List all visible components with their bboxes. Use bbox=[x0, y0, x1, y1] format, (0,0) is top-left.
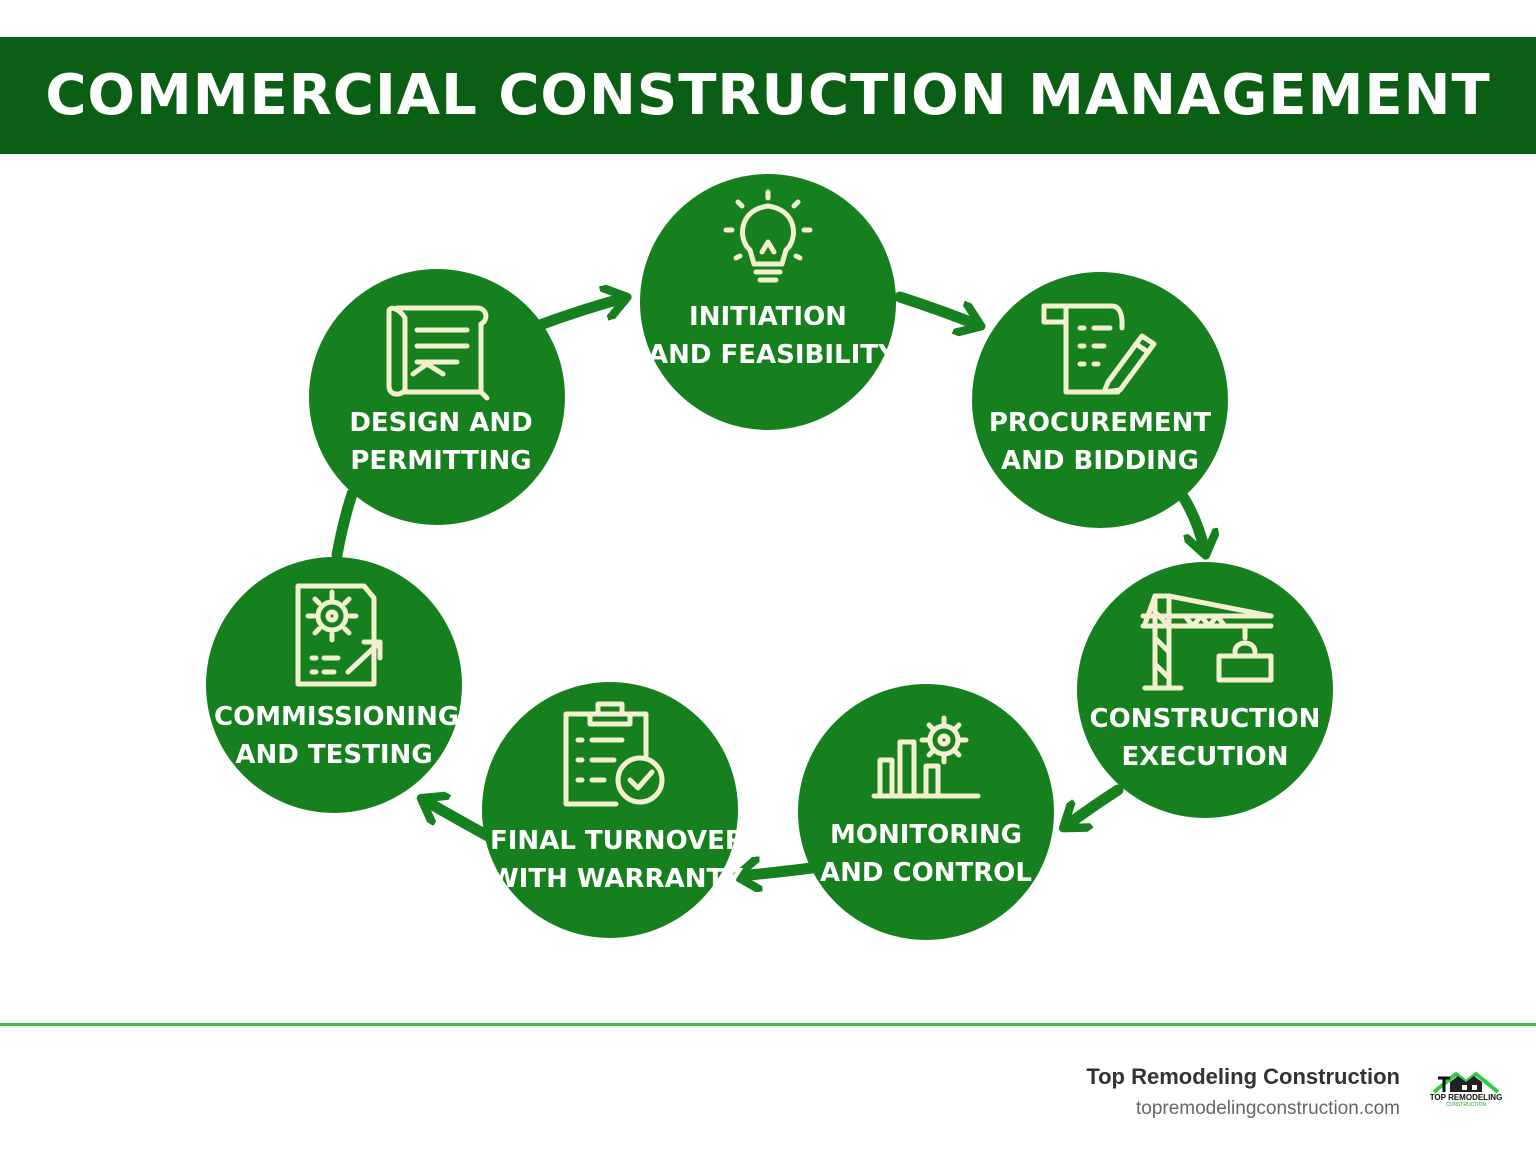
document-pencil-icon bbox=[1041, 303, 1157, 395]
footer-brand-name: Top Remodeling Construction bbox=[1086, 1064, 1400, 1089]
document-gear-icon bbox=[295, 583, 383, 687]
house-roof-logo-icon bbox=[1432, 1072, 1500, 1094]
footer-brand-url[interactable]: topremodelingconstruction.com bbox=[1135, 1098, 1400, 1119]
lightbulb-icon bbox=[723, 189, 813, 283]
step-label-line: AND FEASIBILITY bbox=[648, 340, 897, 370]
step-label-line: PROCUREMENT bbox=[988, 408, 1212, 438]
step-label-initiation: INITIATION AND FEASIBILITY bbox=[648, 298, 897, 374]
step-label-design: DESIGN AND PERMITTING bbox=[321, 404, 561, 480]
step-label-line: PERMITTING bbox=[350, 446, 532, 476]
clipboard-check-icon bbox=[563, 701, 665, 807]
logo-subtext: CONSTRUCTION bbox=[1445, 1102, 1487, 1108]
company-logo: TOP REMODELING CONSTRUCTION bbox=[1428, 1068, 1504, 1114]
step-circle-turnover bbox=[482, 682, 738, 938]
arrow-monitoring-to-turnover bbox=[740, 868, 818, 876]
step-label-line: DESIGN AND bbox=[349, 408, 533, 438]
step-label-procurement: PROCUREMENT AND BIDDING bbox=[980, 404, 1220, 480]
step-label-turnover: FINAL TURNOVER WITH WARRANTY bbox=[490, 822, 745, 898]
arrow-design-to-initiation bbox=[534, 298, 624, 331]
step-label-line: WITH WARRANTY bbox=[490, 864, 744, 894]
step-label-line: AND TESTING bbox=[235, 740, 433, 770]
arrow-turnover-to-commissioning bbox=[424, 800, 494, 842]
step-circle-procurement bbox=[972, 272, 1228, 528]
step-label-line: FINAL TURNOVER bbox=[490, 826, 745, 856]
step-label-line: INITIATION bbox=[689, 302, 847, 332]
crane-icon bbox=[1140, 593, 1274, 691]
step-label-line: COMMISSIONING bbox=[214, 702, 460, 732]
footer-divider bbox=[0, 1023, 1536, 1026]
title-banner: COMMERCIAL CONSTRUCTION MANAGEMENT bbox=[0, 37, 1536, 154]
step-label-line: AND BIDDING bbox=[1001, 446, 1199, 476]
step-circles bbox=[206, 174, 1333, 940]
step-circle-monitoring bbox=[798, 684, 1054, 940]
step-circle-design bbox=[309, 269, 565, 525]
arrow-initiation-to-procurement bbox=[894, 291, 978, 325]
step-label-commissioning: COMMISSIONING AND TESTING bbox=[214, 698, 460, 774]
step-label-line: CONSTRUCTION bbox=[1089, 704, 1321, 734]
arrow-execution-to-monitoring bbox=[1066, 784, 1124, 826]
bar-chart-gear-icon bbox=[871, 715, 981, 799]
blueprint-scroll-icon bbox=[386, 305, 490, 401]
step-circle-execution bbox=[1077, 562, 1333, 818]
cycle-arrows bbox=[331, 291, 1205, 876]
arrow-commissioning-to-design bbox=[331, 488, 358, 561]
step-label-line: AND CONTROL bbox=[820, 858, 1032, 888]
logo-text: TOP REMODELING bbox=[1429, 1093, 1503, 1102]
step-circle-initiation bbox=[640, 174, 896, 430]
step-label-monitoring: MONITORING AND CONTROL bbox=[806, 816, 1046, 892]
step-label-line: MONITORING bbox=[829, 820, 1023, 850]
step-label-execution: CONSTRUCTION EXECUTION bbox=[1085, 700, 1325, 776]
arrow-procurement-to-execution bbox=[1176, 489, 1205, 552]
page-title: COMMERCIAL CONSTRUCTION MANAGEMENT bbox=[45, 63, 1491, 128]
step-label-line: EXECUTION bbox=[1121, 742, 1289, 772]
